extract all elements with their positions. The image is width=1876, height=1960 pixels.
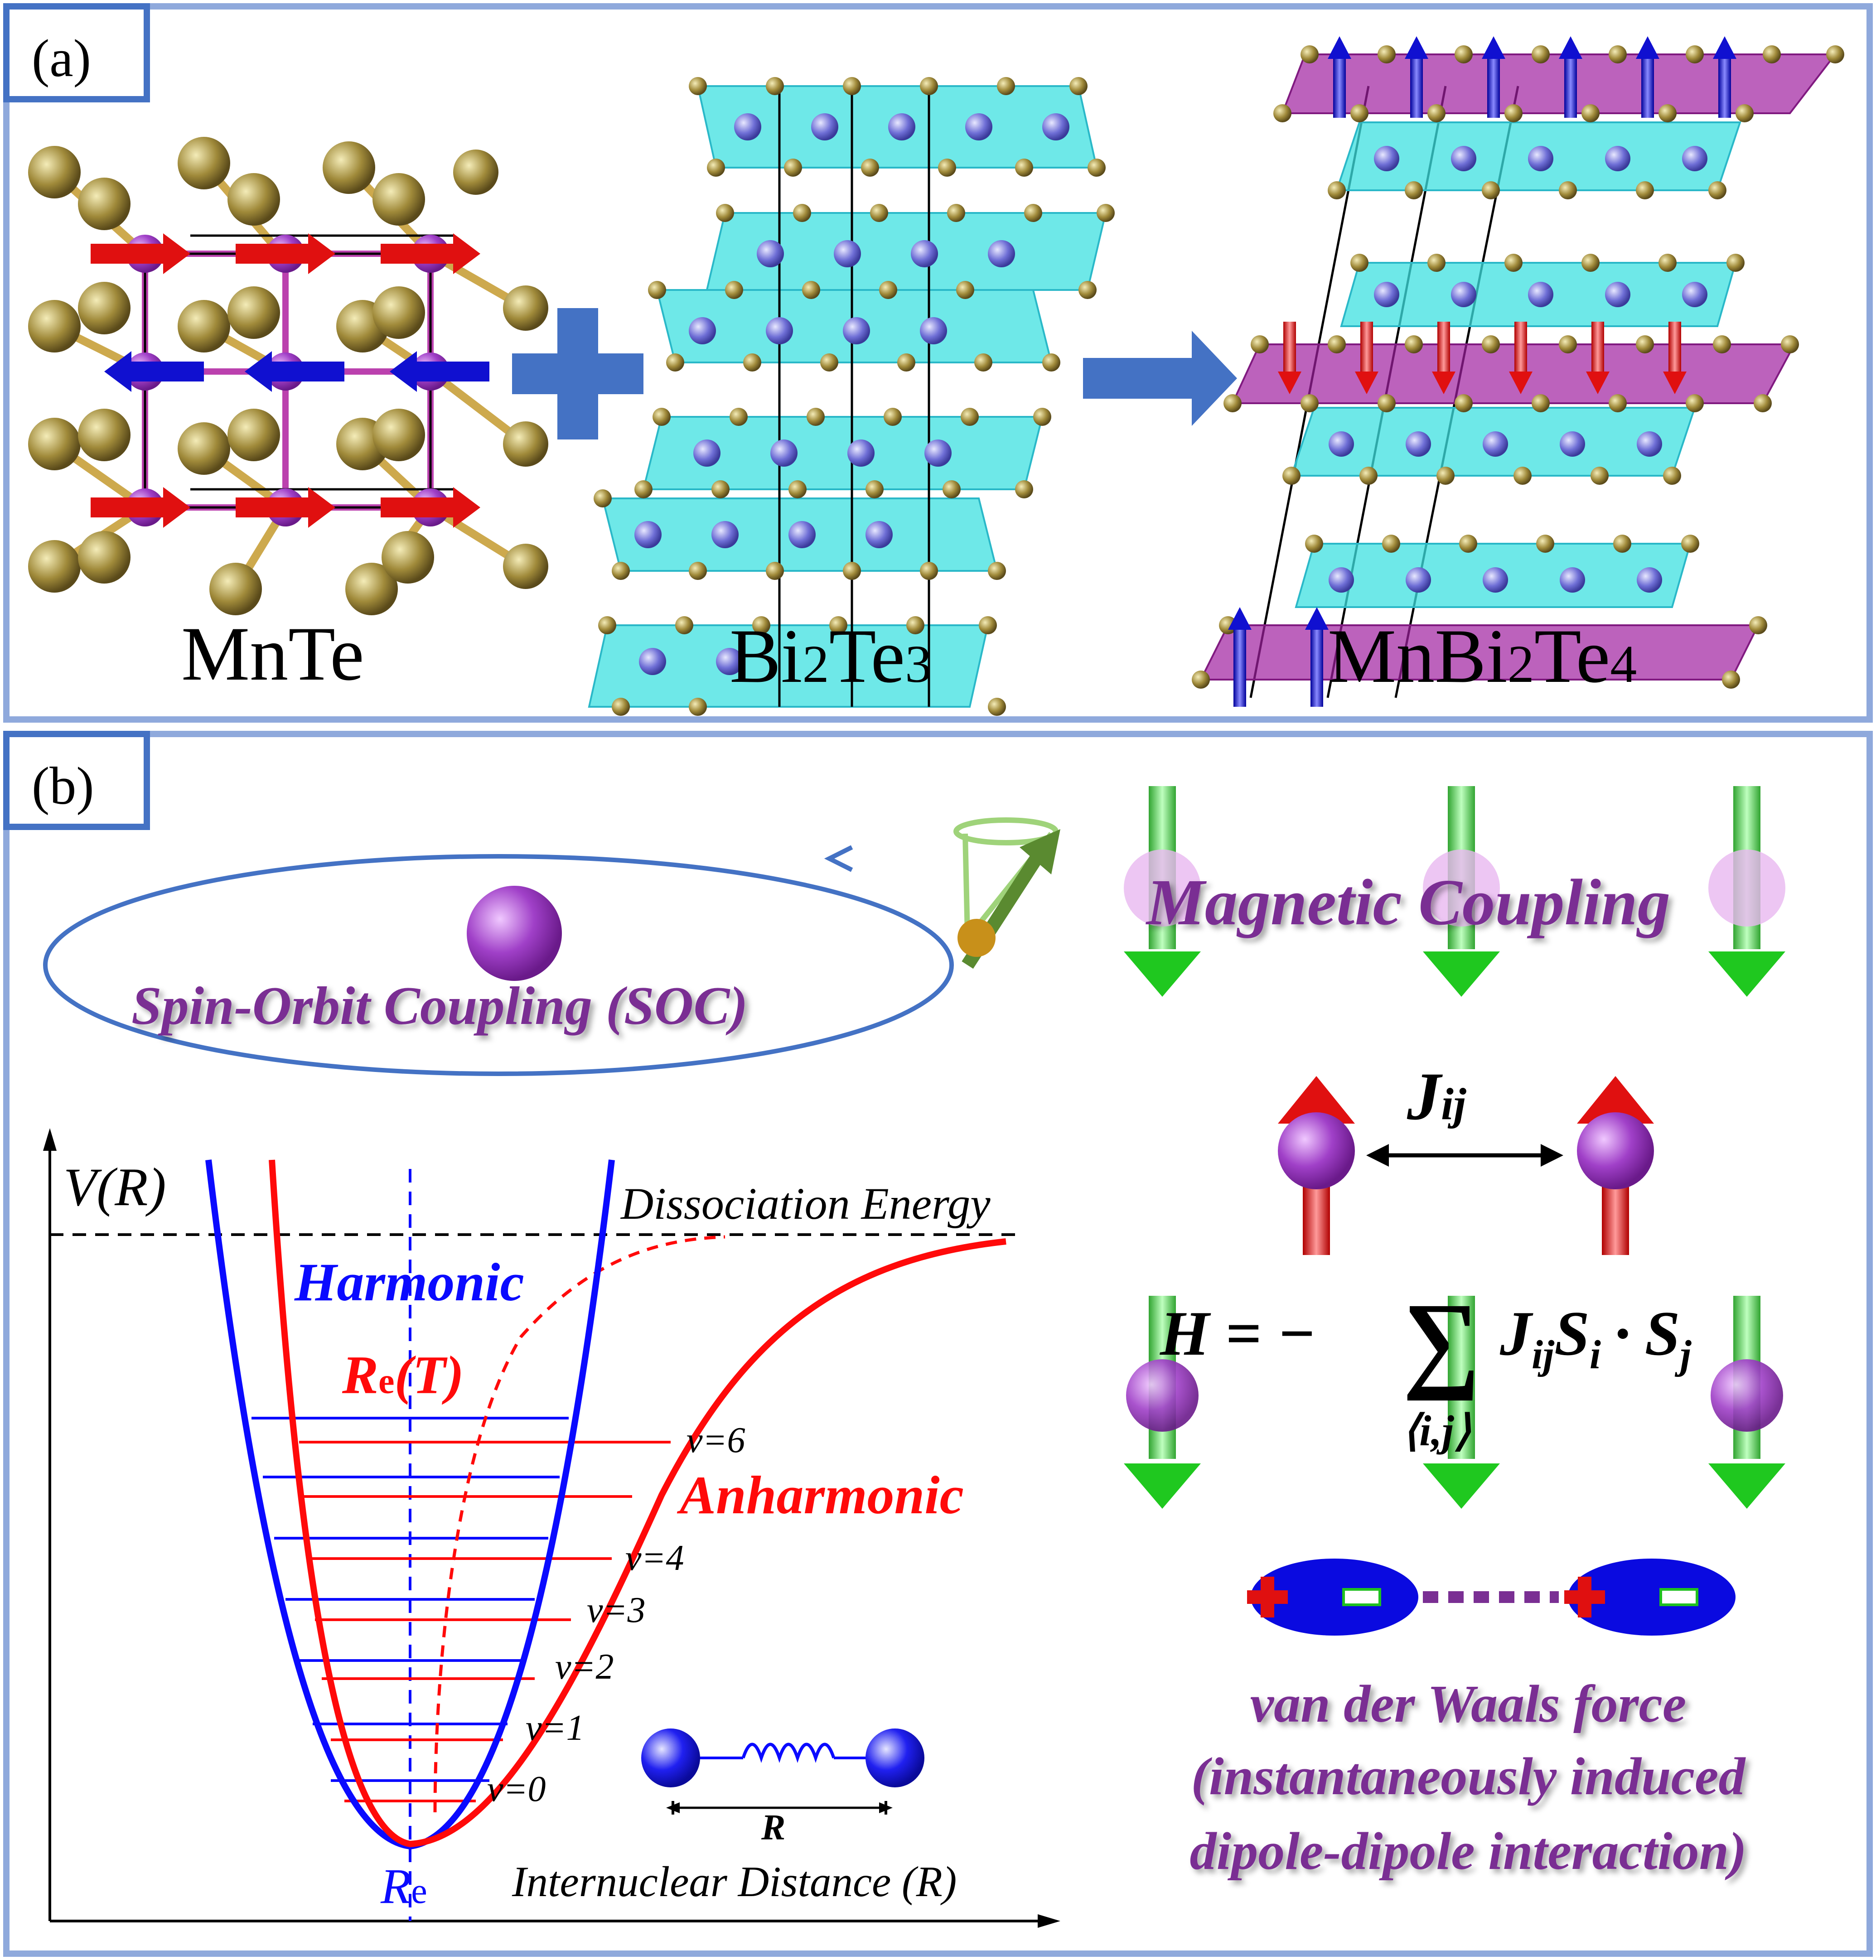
re-label: Re [380,1859,427,1914]
bi2te3-label: Bi2Te3 [730,613,932,699]
level-label-3: ν=3 [587,1590,646,1630]
y-axis-arrowhead [43,1128,57,1151]
vdw-label-2: (instantaneously induced [1191,1747,1746,1806]
mnte-spin-arrows [91,233,489,528]
hamiltonian-lhs: H = − [1159,1299,1316,1369]
exchange-label: Jij [1407,1059,1467,1134]
hamiltonian-sum: ∑ [1402,1280,1480,1401]
mnbi2te4-crystal: MnBi2Te4 [1192,36,1844,707]
orbit-ellipse [43,854,954,1076]
level-label-6: ν=6 [687,1420,745,1460]
x-axis-label: Internuclear Distance (R) [512,1858,957,1906]
red-spins [1278,1076,1654,1255]
level-label-1: ν=1 [526,1708,585,1748]
hamiltonian: H = − ∑ ⟨i,j⟩ JijSi·Sj [1159,1280,1692,1455]
spring-r-label: R [761,1808,785,1848]
level-label-4: ν=4 [625,1538,684,1578]
magnetic-coupling: Magnetic Coupling Jij [1124,786,1785,1881]
vdw-label-1: van der Waals force [1250,1674,1687,1733]
potential-chart: V(R) Dissociation Energy [43,1128,1060,1928]
panel-a-label-box [3,3,150,102]
panel-a-label: (a) [32,29,91,88]
atom-right [865,1728,924,1787]
mnte-label: MnTe [181,611,364,696]
soc-diagram: Spin-Orbit Coupling (SOC) [43,817,1060,1076]
vdw-label-3: dipole-dipole interaction) [1189,1821,1746,1881]
green-spins-bottom [1124,1296,1785,1509]
x-axis-arrowhead [1038,1914,1060,1928]
y-axis-label: V(R) [63,1157,166,1217]
anharmonic-curve-dashed [433,1235,725,1813]
spring-diagram: R [641,1728,924,1848]
re-t-label: Re(T) [342,1345,464,1405]
te-atoms [28,137,548,615]
panel-a: (a) [3,3,1873,723]
te-atoms-bi2te3 [594,77,1115,716]
panel-b: (b) Spin-Orbit Coupling (SOC) V(R) [3,731,1873,1957]
anharmonic-curve [269,1159,1006,1848]
dissociation-label: Dissociation Energy [620,1178,991,1229]
level-labels: ν=6 ν=4 ν=3 ν=2 ν=1 ν=0 [487,1420,745,1809]
bi2te3-crystal: Bi2Te3 [588,77,1115,716]
hamiltonian-term: JijSi·Sj [1499,1299,1692,1377]
magnetic-coupling-label: Magnetic Coupling [1146,866,1670,939]
panel-b-label-box [3,731,150,830]
atom-left [641,1728,700,1787]
vdw-dipoles [1247,1559,1736,1636]
panel-b-label: (b) [32,756,94,816]
bi-atoms [634,113,1069,675]
plus-icon [512,308,643,439]
spin-precession-icon [953,817,1060,969]
mnte-crystal: MnTe [28,137,548,696]
minus-icon [1342,1588,1698,1606]
right-arrow-icon [1083,331,1237,426]
level-label-2: ν=2 [555,1647,614,1687]
plus-icon [1247,1577,1605,1617]
harmonic-label: Harmonic [294,1252,524,1312]
hamiltonian-sum-under: ⟨i,j⟩ [1402,1407,1471,1455]
mnbi2te4-spin-arrows [1228,36,1736,707]
orbit-direction-arrow [824,845,853,872]
nucleus [467,886,562,981]
level-label-0: ν=0 [487,1769,546,1809]
soc-label: Spin-Orbit Coupling (SOC) [131,975,748,1036]
exchange-arrow [1366,1144,1563,1167]
mnbi2te4-label: MnBi2Te4 [1328,613,1637,699]
anharmonic-label: Anharmonic [677,1465,964,1525]
green-spins-top [1124,786,1785,997]
